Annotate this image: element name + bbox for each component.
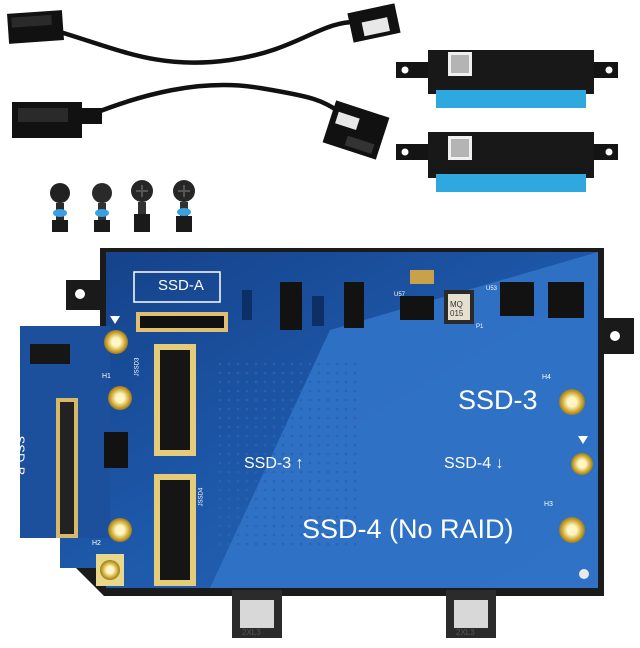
pcb-board	[20, 252, 598, 588]
label-ssd-4-no-raid: SSD-4 (No RAID)	[302, 514, 514, 544]
silk-u57: U57	[394, 292, 406, 298]
ribbon-cable-1	[7, 3, 401, 65]
screw-4	[173, 180, 195, 232]
screw-1	[50, 183, 70, 232]
mounting-screws	[50, 180, 195, 232]
silk-h2: H2	[92, 540, 101, 547]
silk-h4: H4	[542, 374, 551, 381]
label-ssd-b: SSD-B	[12, 435, 28, 476]
ssd-heatsink-2	[396, 132, 618, 192]
bracket-stamp-left: 2XL3	[242, 628, 261, 637]
screw-2	[92, 183, 112, 232]
screw-3	[131, 180, 153, 232]
ribbon-cable-2	[12, 82, 390, 160]
label-ssd-a: SSD-A	[158, 277, 204, 294]
inductor-marking: MQ 015	[450, 300, 464, 318]
silk-h1: H1	[102, 373, 111, 380]
label-ssd-4-arrow: SSD-4 ↓	[444, 455, 504, 472]
label-ssd-3-large: SSD-3	[458, 385, 538, 415]
silk-p1: P1	[476, 324, 484, 330]
silk-h3: H3	[544, 501, 553, 508]
label-ssd-3-arrow: SSD-3 ↑	[244, 455, 304, 472]
ssd-heatsink-1	[396, 50, 618, 108]
silk-u53: U53	[486, 286, 498, 292]
silk-jssd4: JSSD4	[198, 487, 205, 507]
silk-jssd3: JSSD3	[134, 357, 141, 377]
bracket-stamp-right: 2XL3	[456, 628, 475, 637]
